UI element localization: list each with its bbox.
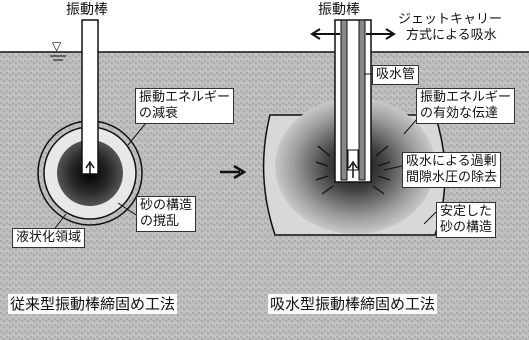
liquefied-zone-label: 液状化領域 [12,228,86,248]
water-level-marks [50,55,66,61]
effective-transfer-label: 振動エネルギー の有効な伝達 [416,88,516,124]
jet-line-1: ジェットキャリー [398,12,503,27]
attenuation-line-2: の減衰 [139,106,179,121]
attenuation-label: 振動エネルギー の減衰 [135,88,235,124]
disturbance-line-1: 砂の構造 [140,198,193,213]
pore-pressure-line-1: 吸水による過剰 [406,154,497,169]
stable-line-1: 安定した [440,204,493,219]
jet-arrow-left [310,28,340,40]
attenuation-line-1: 振動エネルギー [139,90,231,105]
suction-method-caption: 吸水型振動棒締固め工法 [268,294,438,314]
right-rod-label: 振動棒 [318,2,360,18]
right-rod-up-arrow [348,160,358,178]
transition-arrow [220,164,247,180]
jet-arrow-right [366,28,396,40]
disturbance-label: 砂の構造 の撹乱 [136,196,197,232]
effective-line-2: の有効な伝達 [420,106,499,121]
suction-pipe-right [358,19,366,181]
left-rod-label: 振動棒 [66,2,108,18]
suction-pipe-label: 吸水管 [372,65,420,85]
stable-structure-label: 安定した 砂の構造 [436,202,497,238]
left-vibrating-rod [81,19,99,175]
pore-pressure-label: 吸水による過剰 間隙水圧の除去 [402,152,502,188]
conventional-method-caption: 従来型振動棒締固め工法 [8,294,178,314]
disturbance-line-2: の撹乱 [140,214,180,229]
water-level-symbol: ▽ [52,39,62,53]
effective-line-1: 振動エネルギー [420,90,512,105]
suction-pipe-left [340,19,348,181]
stable-line-2: 砂の構造 [440,220,493,235]
left-rod-up-arrow [85,160,95,176]
jet-line-2: 方式による吸水 [406,28,497,43]
pore-pressure-line-2: 間隙水圧の除去 [406,170,498,185]
radiating-lines [315,145,391,195]
jet-method-label: ジェットキャリー 方式による吸水 [398,12,502,44]
